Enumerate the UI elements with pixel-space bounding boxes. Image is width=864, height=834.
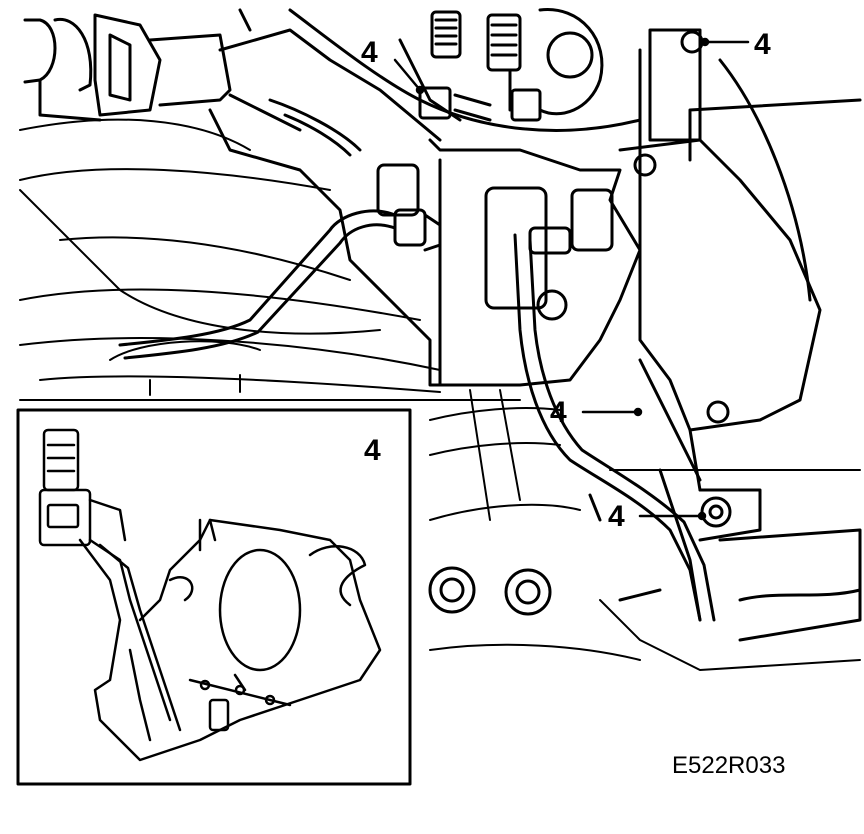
left-brake-pipe (118, 208, 442, 360)
figure-reference-code: E522R033 (672, 752, 786, 779)
callout-4-lower-right: 4 (608, 500, 625, 533)
inset-frame (16, 408, 412, 786)
callout-4-mid-right: 4 (550, 396, 567, 429)
right-side-bracket (536, 28, 862, 622)
right-brake-pipe (513, 226, 716, 622)
engine-background-lines (19, 118, 861, 671)
top-center-fittings (238, 8, 642, 132)
inset-detail (16, 408, 412, 786)
callout-leaders (393, 37, 750, 521)
callout-4-top-right: 4 (754, 28, 771, 61)
callout-4-top-center: 4 (361, 36, 378, 69)
main-mounting-bracket (208, 98, 642, 387)
upper-left-component (23, 13, 442, 142)
callout-4-inset: 4 (364, 434, 381, 467)
lower-right-hardware (428, 488, 862, 642)
